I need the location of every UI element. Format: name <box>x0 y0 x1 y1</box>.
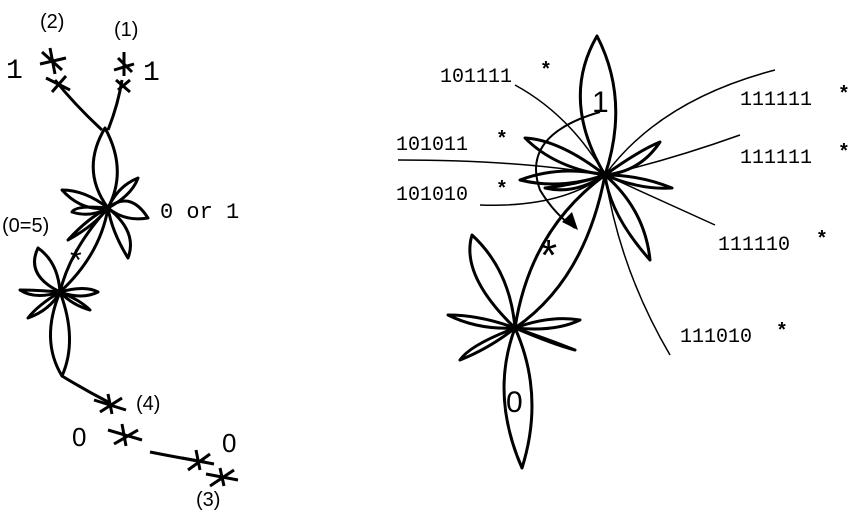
left-tree: (2) (1) 1 1 0 or 1 (0=5) * (4) 0 0 (3) <box>2 11 239 511</box>
left-node-upper <box>62 128 148 258</box>
label-branch-3: (3) <box>196 489 220 511</box>
code-111111b: 111111 <box>740 147 812 170</box>
label-digit-low-0a: 0 <box>72 422 86 452</box>
left-star: * <box>70 244 82 277</box>
right-node-lower <box>448 235 580 468</box>
left-node-middle <box>20 248 98 376</box>
label-branch-0-5: (0=5) <box>2 215 49 237</box>
stem-left-mid-a <box>60 208 108 292</box>
code-101111: 101111 <box>440 66 512 89</box>
label-digit-low-0b: 0 <box>222 428 236 458</box>
label-branch-4: (4) <box>136 393 160 415</box>
right-bottom-digit: 0 <box>506 386 523 419</box>
right-link-a <box>515 175 605 328</box>
right-link-b <box>515 175 605 328</box>
code-star-111010: * <box>778 319 786 341</box>
stem-left-low-a <box>62 376 110 403</box>
code-star-101010: * <box>498 177 506 199</box>
code-star-101111: * <box>542 58 550 80</box>
code-111111a: 111111 <box>740 89 812 112</box>
code-101011: 101011 <box>396 134 468 157</box>
right-star: * <box>540 231 557 280</box>
code-111010: 111010 <box>680 326 752 349</box>
code-111110: 111110 <box>718 234 790 257</box>
code-star-101011: * <box>498 127 506 149</box>
code-101010: 101010 <box>396 184 468 207</box>
cluster-lower-1 <box>94 394 142 446</box>
code-star-111111b: * <box>840 140 848 162</box>
cluster-top-left <box>40 48 70 92</box>
cluster-top-right <box>114 52 134 92</box>
label-digit-left-1: 1 <box>6 56 23 87</box>
code-star-111111a: * <box>840 82 848 104</box>
code-star-111110: * <box>818 227 826 249</box>
label-branch-2: (2) <box>40 11 64 33</box>
right-tree: 1 0 * 101111 * 101011 * 101010 * 111111 … <box>396 36 848 468</box>
label-digit-right-1: 1 <box>143 58 160 89</box>
label-branch-1: (1) <box>114 19 138 41</box>
label-zero-or-one: 0 or 1 <box>160 200 239 225</box>
stem-left-mid-b <box>60 208 108 292</box>
right-top-digit: 1 <box>592 86 609 119</box>
curve-111010 <box>605 175 670 355</box>
